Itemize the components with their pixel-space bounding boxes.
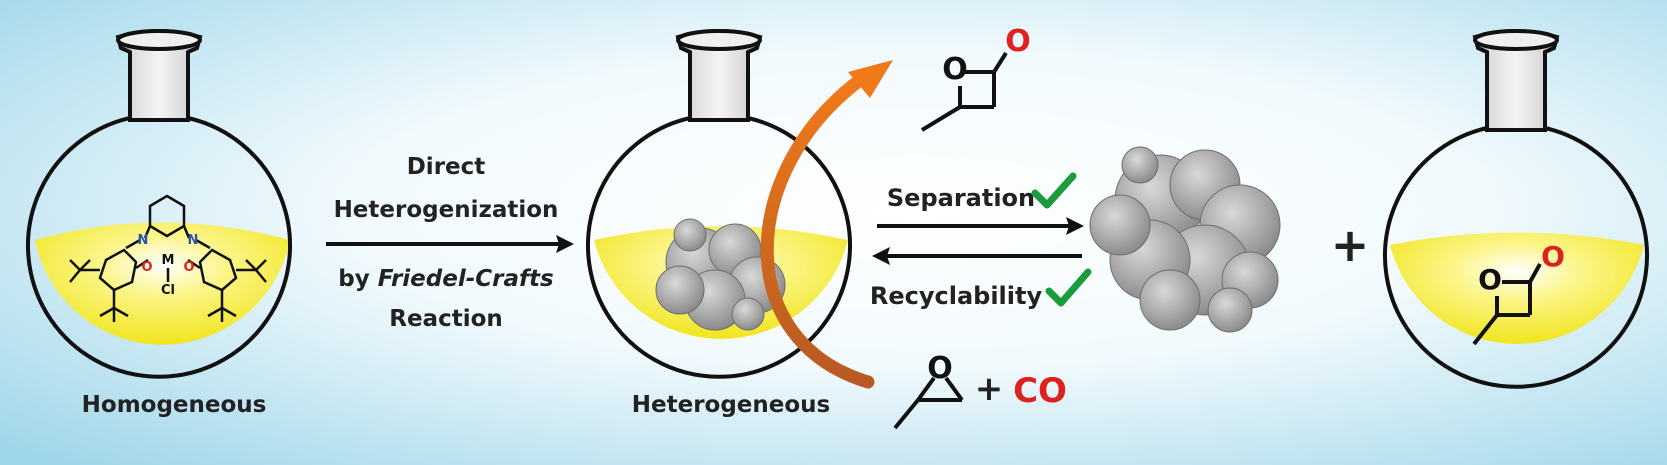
label-homogeneous: Homogeneous (82, 392, 267, 418)
solution (35, 222, 290, 345)
checkmark-icon (1031, 172, 1077, 209)
carbon-monoxide: CO (1013, 371, 1067, 411)
checkmark-icon (1045, 268, 1092, 307)
lactone-ring-o: O (1478, 263, 1502, 296)
flask-icon (1383, 29, 1649, 389)
label-recyclability: Recyclability (870, 282, 1043, 310)
step-text-line2: Heterogenization (334, 197, 559, 223)
metal-center: M (162, 253, 175, 268)
lactone-ring-o: O (942, 52, 968, 87)
step-text-line3: by Friedel-Crafts (338, 266, 553, 292)
reaction-arc-arrowhead (848, 60, 893, 98)
plus-co-sign: + (975, 369, 1004, 409)
epoxide-icon (893, 376, 964, 430)
label-heterogeneous: Heterogeneous (632, 392, 831, 418)
label-separation: Separation (887, 184, 1035, 212)
beta-lactone-icon (920, 51, 1008, 132)
phenoxide-o-left: O (141, 260, 152, 275)
reaction-arc-arrow (760, 73, 875, 389)
step-text-line3-prefix: by (338, 266, 377, 292)
phenoxide-o-right: O (183, 260, 194, 275)
step-text-line3-italic: Friedel-Crafts (378, 266, 554, 292)
lactone-carbonyl-o: O (1541, 240, 1565, 273)
flask-icon (26, 29, 292, 379)
chloride-ligand: Cl (161, 283, 175, 298)
epoxide-o: O (927, 351, 953, 386)
flask-product: O O (1383, 29, 1649, 389)
imine-n-left: N (138, 233, 149, 248)
catalyst-particle-icon (1089, 146, 1281, 333)
step-text-line4: Reaction (389, 306, 503, 332)
beta-lactone-icon (1472, 263, 1542, 346)
lactone-carbonyl-o: O (1005, 24, 1031, 59)
plus-sign: + (1331, 218, 1370, 272)
imine-n-right: N (188, 233, 199, 248)
flask-homogeneous: N N M O O Cl (26, 29, 292, 379)
recycle-arrow-head (872, 247, 890, 265)
solution (1390, 232, 1644, 344)
separation-arrow-head (1066, 217, 1084, 235)
step-text-line1: Direct (407, 154, 486, 180)
salen-complex-icon (69, 194, 267, 322)
heterogenization-arrow-head (556, 235, 574, 253)
